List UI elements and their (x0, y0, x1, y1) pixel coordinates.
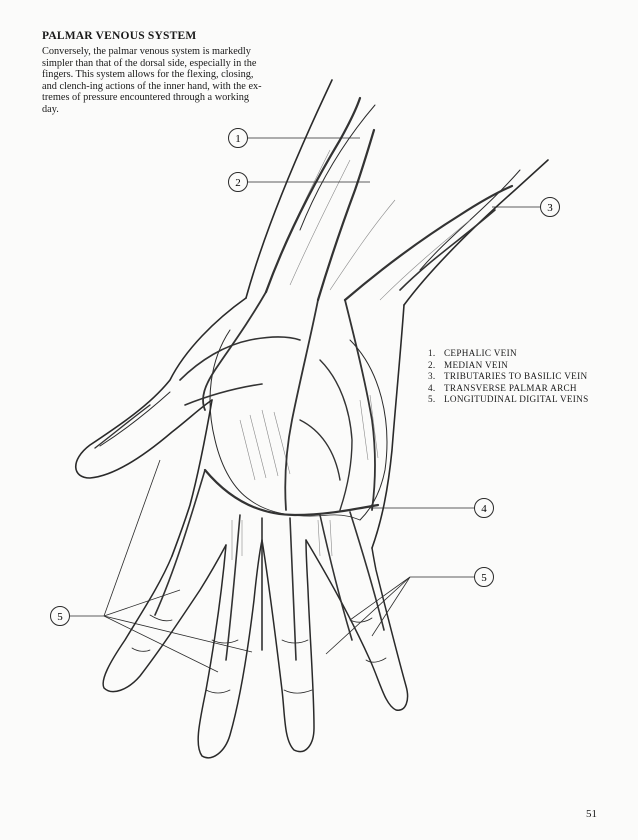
legend-item: 3.TRIBUTARIES TO BASILIC VEIN (428, 371, 588, 381)
callout-2-label: 2 (235, 177, 241, 189)
callout-5-left-label: 5 (57, 611, 63, 623)
vein-legend: 1.CEPHALIC VEIN 2.MEDIAN VEIN 3.TRIBUTAR… (428, 348, 589, 406)
hand-outline (74, 79, 549, 759)
legend-item: 2.MEDIAN VEIN (428, 359, 509, 370)
callout-1-label: 1 (235, 133, 241, 145)
callout-5-left: 5 (50, 606, 70, 626)
legend-item: 1.CEPHALIC VEIN (428, 348, 517, 358)
legend-item: 4.TRANSVERSE PALMAR ARCH (428, 382, 577, 393)
intro-paragraph: Conversely, the palmar venous system is … (42, 46, 262, 115)
callout-1: 1 (228, 128, 248, 148)
callout-5-right: 5 (474, 567, 494, 587)
section-heading: PALMAR VENOUS SYSTEM (42, 30, 197, 42)
veins (94, 96, 514, 661)
callout-leaders (70, 137, 540, 673)
callout-3: 3 (540, 197, 560, 217)
callout-2: 2 (228, 172, 248, 192)
callout-5-right-label: 5 (481, 572, 487, 584)
page-number: 51 (586, 808, 597, 820)
callout-4-label: 4 (481, 503, 487, 515)
legend-item: 5.LONGITUDINAL DIGITAL VEINS (428, 394, 589, 404)
callout-3-label: 3 (547, 202, 553, 214)
callout-4: 4 (474, 498, 494, 518)
